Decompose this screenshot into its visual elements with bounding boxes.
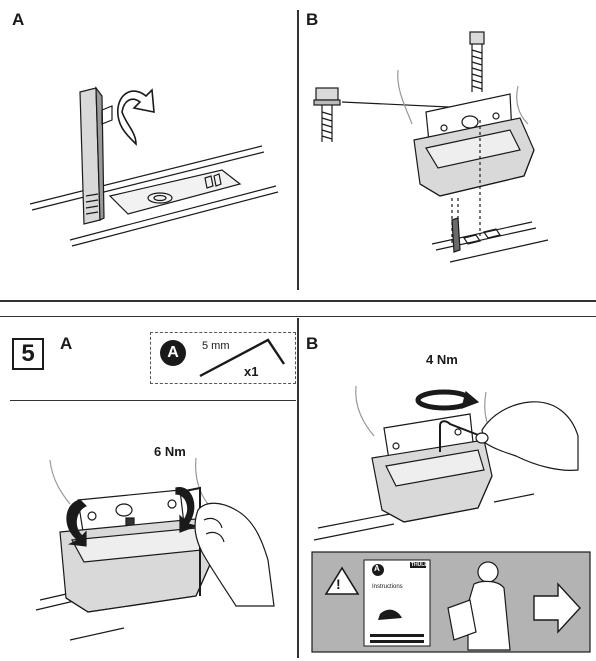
booklet-badge: A xyxy=(374,564,380,573)
step-number-box: 5 xyxy=(12,338,44,370)
hex-key-step-b xyxy=(439,420,487,452)
foot-top-b xyxy=(397,69,535,246)
rail-top-a xyxy=(29,145,279,247)
step-b-torque-label: 4 Nm xyxy=(426,352,458,367)
top-vertical-divider xyxy=(297,10,299,290)
tool-size-label: 5 mm xyxy=(202,340,230,352)
notice-panel xyxy=(311,551,591,653)
cover-plate-top-a xyxy=(79,86,113,225)
next-arrow-icon xyxy=(533,582,581,634)
reading-person-icon xyxy=(447,561,511,651)
booklet-title: Instructions xyxy=(372,584,403,590)
step-panel-a-label: A xyxy=(60,334,73,353)
hex-key-icon xyxy=(199,338,285,378)
section-divider-thin xyxy=(0,316,596,317)
booklet-brand: THULE xyxy=(411,562,428,568)
rotate-arrow-left-icon xyxy=(66,499,88,547)
warning-glyph: ! xyxy=(336,576,341,592)
top-panel-a-label: A xyxy=(12,10,25,29)
foot-step-a xyxy=(49,457,213,613)
hex-key-step-a xyxy=(179,486,201,596)
hand-step-a xyxy=(194,502,275,607)
tool-badge-icon: A xyxy=(160,340,186,366)
step-a-underline xyxy=(10,400,296,401)
step-a-torque-label: 6 Nm xyxy=(154,444,186,459)
foot-step-b xyxy=(355,385,497,523)
hand-step-b xyxy=(475,401,579,471)
bottom-vertical-divider xyxy=(297,318,299,658)
warning-icon xyxy=(324,566,360,595)
rail-top-b xyxy=(431,217,549,263)
rail-step-b xyxy=(313,493,535,541)
tool-quantity-label: x1 xyxy=(244,364,259,379)
rotate-arrow-right-icon xyxy=(175,487,199,533)
top-panel-b-label: B xyxy=(306,10,319,29)
tool-requirement-box xyxy=(150,332,296,384)
rotate-arrow-b-icon xyxy=(415,389,480,411)
bolt-top-b xyxy=(469,31,485,92)
instruction-booklet-icon xyxy=(363,559,431,647)
step-panel-b-label: B xyxy=(306,334,319,353)
lift-arrow-icon xyxy=(117,88,155,146)
section-divider xyxy=(0,300,596,302)
